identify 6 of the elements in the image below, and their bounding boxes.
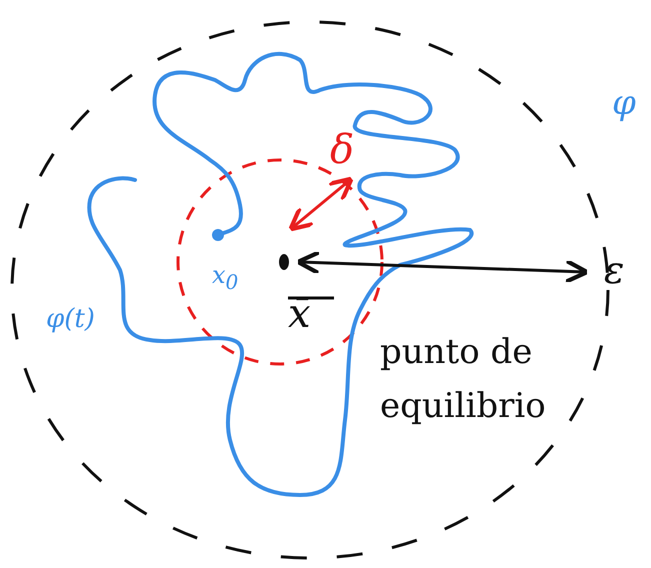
function-symbol: φ bbox=[612, 85, 636, 122]
equilibrium-point-label: punto de equilibrio bbox=[380, 331, 547, 428]
trajectory-label: φ(t) bbox=[46, 305, 95, 334]
initial-point-label: x$_{0}$ bbox=[212, 262, 238, 293]
epsilon-symbol: ε bbox=[604, 250, 624, 292]
delta-symbol: δ bbox=[330, 128, 354, 172]
